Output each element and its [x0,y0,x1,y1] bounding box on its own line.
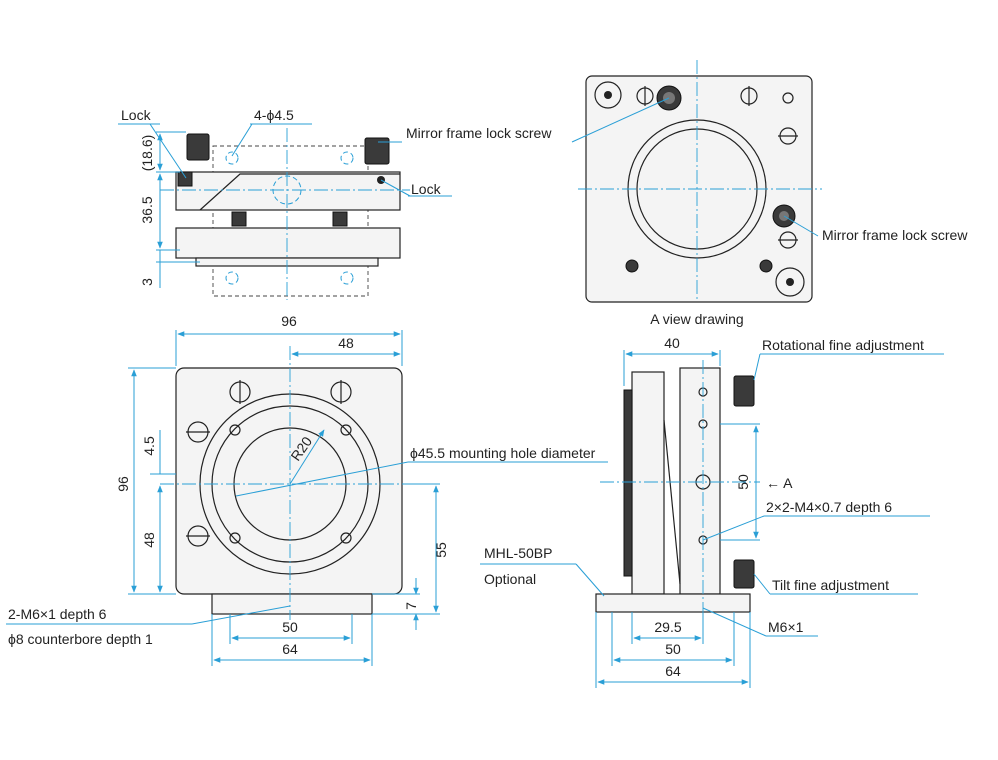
dim-7: 7 [403,602,419,610]
a-view-caption: A view drawing [650,311,743,327]
a-view-lock-leader-top [571,97,670,143]
arrow-a-label: ← A [766,475,793,491]
bottom-note-leader [191,605,291,625]
dim-50-horizontal: 50 [665,641,681,657]
a-view-screw-bottom-right [775,267,805,297]
m6-label: M6×1 [768,619,804,635]
side-view-left-knob [186,133,210,161]
lock-right-leader [380,179,411,197]
right-view-tilt-line [663,419,681,585]
dim-55: 55 [433,542,449,558]
side-view-hole-marks [225,151,354,285]
bottom-note-1: 2-M6×1 depth 6 [8,606,107,622]
front-view-radius-line [289,429,325,485]
rotational-leader [753,353,761,381]
a-view: Mirror frame lock screw A view drawing [571,60,968,327]
a-view-lock-leader-right [783,215,819,237]
a-view-lock-label: Mirror frame lock screw [822,227,968,243]
side-view: (18.6) 36.5 3 Lock 4-ϕ4.5 Mirror frame l… [118,107,552,300]
optional-label: Optional [484,571,536,587]
dim-50-vertical: 50 [735,474,751,490]
m6-leader [702,607,767,637]
lock-left-label: Lock [121,107,152,123]
a-view-pin-2 [759,259,773,273]
dim-50: 50 [282,619,298,635]
a-view-small-hole [782,92,794,104]
side-view-spring-right [332,211,348,227]
a-view-pin [625,259,639,273]
bottom-note-2: ϕ8 counterbore depth 1 [8,631,153,647]
dim-48-left: 48 [141,532,157,548]
front-view-adjust-marks [186,380,352,547]
side-view-dimension-lines [156,131,200,288]
dim-18-6: (18.6) [139,135,155,172]
right-view-rear-plate [679,367,721,595]
dim-64: 64 [282,641,298,657]
right-view-centerline [600,360,760,620]
mhl-leader [575,563,605,597]
mount-hole-leader [235,461,409,497]
front-view-base [211,593,373,615]
a-view-screw-top-left [594,81,622,109]
dim-4-5: 4.5 [141,436,157,456]
mount-hole-label: ϕ45.5 mounting hole diameter [410,445,596,461]
side-view-centerline [160,128,410,300]
tap-spec-leader [702,515,765,541]
dim-64-horizontal: 64 [665,663,681,679]
side-view-tilt-wedge [199,173,400,211]
dim-96-height: 96 [115,476,131,492]
right-view-front-plate [631,371,665,595]
front-view-ring-screws [229,424,352,544]
right-view-base [595,593,751,613]
dim-29-5: 29.5 [654,619,681,635]
side-view-right-knob [364,137,390,165]
right-view-mirror [623,389,633,577]
dim-96-width: 96 [281,313,297,329]
dim-40: 40 [664,335,680,351]
hole-spec-label: 4-ϕ4.5 [254,107,294,123]
right-view-tilt-knob [733,559,755,589]
mirror-lock-label-side: Mirror frame lock screw [406,125,552,141]
tap-spec-label: 2×2-M4×0.7 depth 6 [766,499,892,515]
side-view-hidden-flange [212,145,369,297]
dim-48-top: 48 [338,335,354,351]
mhl-label: MHL-50BP [484,545,552,561]
side-view-spring-left [231,211,247,227]
dim-36-5: 36.5 [139,196,155,223]
dim-3: 3 [139,278,155,286]
a-view-centerline [578,60,822,300]
front-view-centerline [160,346,418,620]
side-view-lock-block [177,171,193,187]
front-view-dimension-lines [128,330,440,666]
right-view-rot-knob [733,375,755,407]
side-view-center-ring [272,175,302,205]
rotational-label: Rotational fine adjustment [762,337,924,353]
tilt-label: Tilt fine adjustment [772,577,889,593]
lock-right-label: Lock [411,181,442,197]
a-view-adjust-marks [636,86,798,249]
right-view-dimension-lines [595,350,760,688]
hole-spec-leader [231,123,253,157]
tilt-leader [753,573,771,595]
right-view: 40 Rotational fine adjustment ← A 50 2×2… [480,335,944,688]
lock-left-leader [149,123,187,179]
side-view-lower-plate [175,227,401,259]
front-view: R20 96 48 96 4. [6,313,608,666]
